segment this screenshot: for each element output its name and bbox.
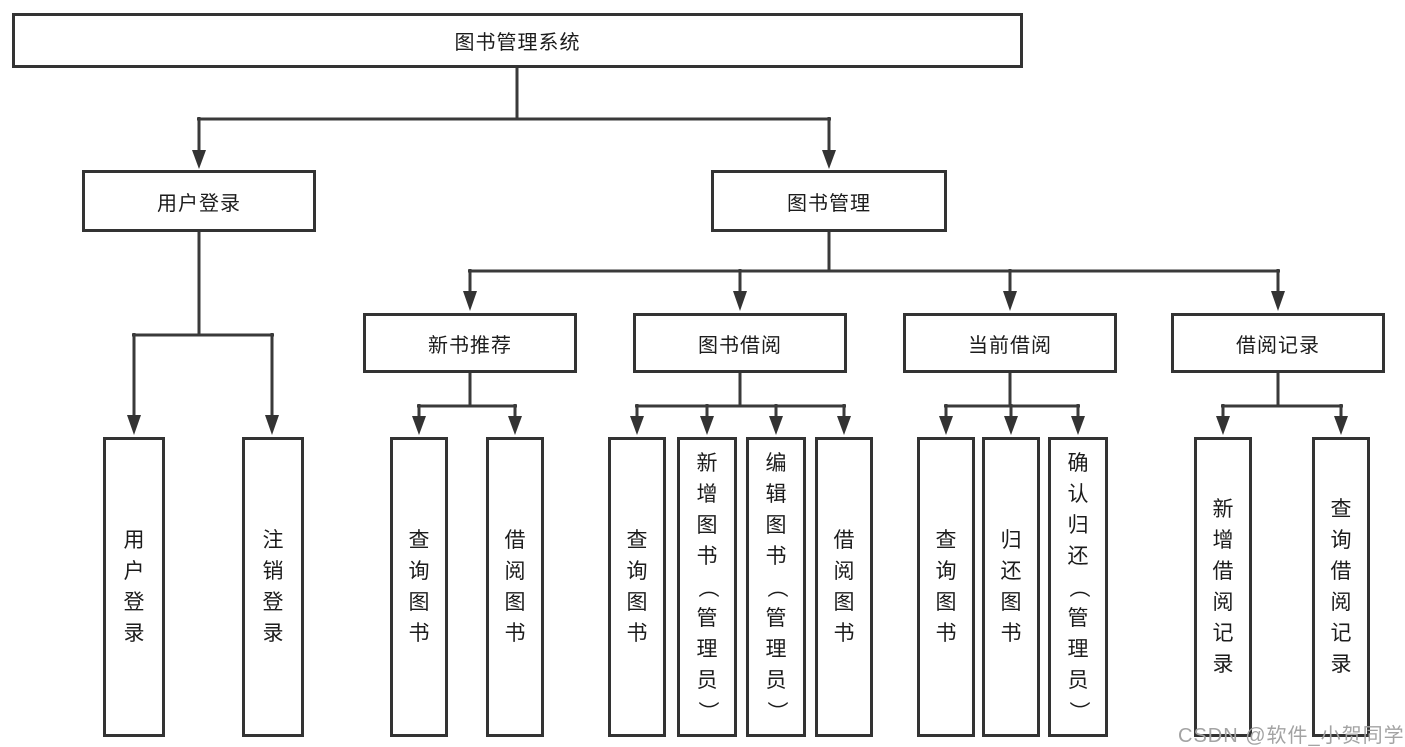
connector-user-login-children xyxy=(127,232,279,435)
connector-root-to-level2 xyxy=(192,68,836,169)
node-leaf-add-books-admin: 新增图书（管理员） xyxy=(677,437,737,737)
node-leaf-query-books-2: 查询图书 xyxy=(608,437,666,737)
node-borrowing-records: 借阅记录 xyxy=(1171,313,1385,373)
node-leaf-query-books-3: 查询图书 xyxy=(917,437,975,737)
csdn-watermark: CSDN @软件_小贺同学 xyxy=(1178,725,1405,747)
node-leaf-borrow-books-2: 借阅图书 xyxy=(815,437,873,737)
node-leaf-query-books-1: 查询图书 xyxy=(390,437,448,737)
node-leaf-user-login: 用户登录 xyxy=(103,437,165,737)
node-leaf-borrow-books-1: 借阅图书 xyxy=(486,437,544,737)
connector-current-borrow-children xyxy=(939,373,1085,435)
connector-book-borrow-children xyxy=(630,373,851,435)
connector-borrow-records-children xyxy=(1216,373,1348,435)
node-leaf-return-books: 归还图书 xyxy=(982,437,1040,737)
node-system-root: 图书管理系统 xyxy=(12,13,1023,68)
node-current-borrowing: 当前借阅 xyxy=(903,313,1117,373)
connector-new-books-children xyxy=(412,373,522,435)
node-user-login: 用户登录 xyxy=(82,170,316,232)
node-leaf-query-borrow-record: 查询借阅记录 xyxy=(1312,437,1370,737)
node-leaf-confirm-return-admin: 确认归还（管理员） xyxy=(1048,437,1108,737)
node-book-borrowing: 图书借阅 xyxy=(633,313,847,373)
node-leaf-add-borrow-record: 新增借阅记录 xyxy=(1194,437,1252,737)
node-book-management: 图书管理 xyxy=(711,170,947,232)
node-new-book-recommend: 新书推荐 xyxy=(363,313,577,373)
node-leaf-logout: 注销登录 xyxy=(242,437,304,737)
connector-book-mgmt-children xyxy=(463,232,1285,311)
node-leaf-edit-books-admin: 编辑图书（管理员） xyxy=(746,437,806,737)
